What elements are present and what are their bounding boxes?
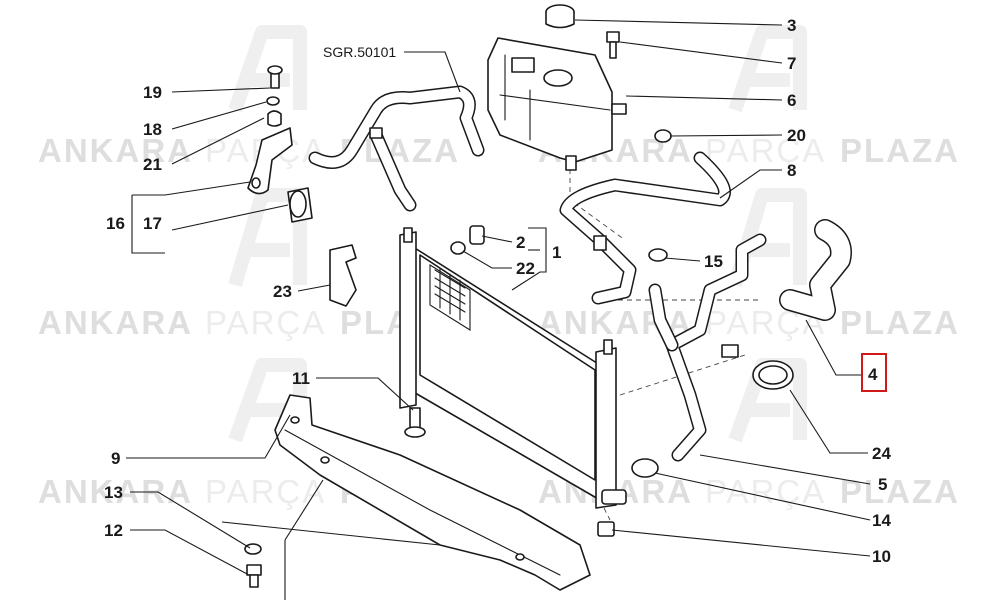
radiator (399, 227, 627, 509)
callout-13[interactable]: 13 (104, 483, 123, 502)
callout-20[interactable]: 20 (787, 126, 806, 145)
rubber-mount-17 (287, 187, 313, 223)
hose-8 (559, 151, 731, 305)
callout-15[interactable]: 15 (704, 252, 723, 271)
watermark-word: PARÇA (705, 132, 826, 169)
clamp-20 (654, 129, 672, 143)
callout-17[interactable]: 17 (143, 214, 162, 233)
callout-5[interactable]: 5 (878, 475, 887, 494)
callout-24[interactable]: 24 (872, 444, 891, 463)
callout-21[interactable]: 21 (143, 155, 162, 174)
watermark-word: PARÇA (205, 473, 326, 510)
callout-11[interactable]: 11 (292, 369, 310, 388)
callout-7[interactable]: 7 (787, 54, 796, 73)
hose-sgr (308, 85, 485, 212)
callout-23[interactable]: 23 (273, 282, 292, 301)
watermark-word: PARÇA (205, 304, 326, 341)
highlight-box (861, 353, 887, 392)
callout-3[interactable]: 3 (787, 16, 796, 35)
leader-lines (126, 19, 871, 600)
bracket-21 (247, 65, 293, 195)
callout-9[interactable]: 9 (111, 449, 120, 468)
callout-1[interactable]: 1 (552, 243, 561, 262)
watermark-word: ANKARA (38, 473, 193, 510)
callout-16[interactable]: 16 (106, 214, 125, 233)
clamp-14 (631, 458, 659, 478)
plug-2 (450, 225, 485, 255)
watermark-word: ANKARA (38, 132, 193, 169)
crossmember-9 (274, 394, 591, 591)
watermark-word: PARÇA (705, 473, 826, 510)
callout-12[interactable]: 12 (104, 521, 123, 540)
bolt-12 (246, 564, 262, 588)
watermark-word: PLAZA (840, 304, 960, 341)
drain-plug-10 (597, 521, 615, 537)
callout-8[interactable]: 8 (787, 161, 796, 180)
washer-13 (244, 543, 262, 555)
callout-2[interactable]: 2 (516, 233, 525, 252)
bracket-23 (329, 244, 357, 307)
hose-4 (779, 219, 852, 321)
callout-14[interactable]: 14 (872, 511, 891, 530)
callout-4[interactable]: 4 (868, 365, 878, 384)
filler-cap (545, 4, 575, 29)
callout-18[interactable]: 18 (143, 120, 162, 139)
expansion-tank (487, 37, 627, 171)
screw-11 (404, 407, 426, 438)
watermark-word: ANKARA (38, 304, 193, 341)
clamp-24 (721, 344, 794, 390)
callout-labels: 3 7 6 20 8 15 4 24 5 14 10 2 1 22 SGR.50… (104, 16, 891, 566)
clamp-15 (648, 248, 668, 262)
watermark-text-row-1: ANKARA PARÇA PLAZA ANKARA PARÇA PLAZA (38, 132, 960, 169)
watermark-word: PLAZA (840, 132, 960, 169)
callout-6[interactable]: 6 (787, 91, 796, 110)
callout-10[interactable]: 10 (872, 547, 891, 566)
reference-sgr[interactable]: SGR.50101 (323, 44, 396, 60)
hose-5 (648, 233, 767, 462)
callout-19[interactable]: 19 (143, 83, 162, 102)
bolt-7 (606, 31, 620, 59)
callout-22[interactable]: 22 (516, 259, 535, 278)
watermark-word: PLAZA (840, 473, 960, 510)
